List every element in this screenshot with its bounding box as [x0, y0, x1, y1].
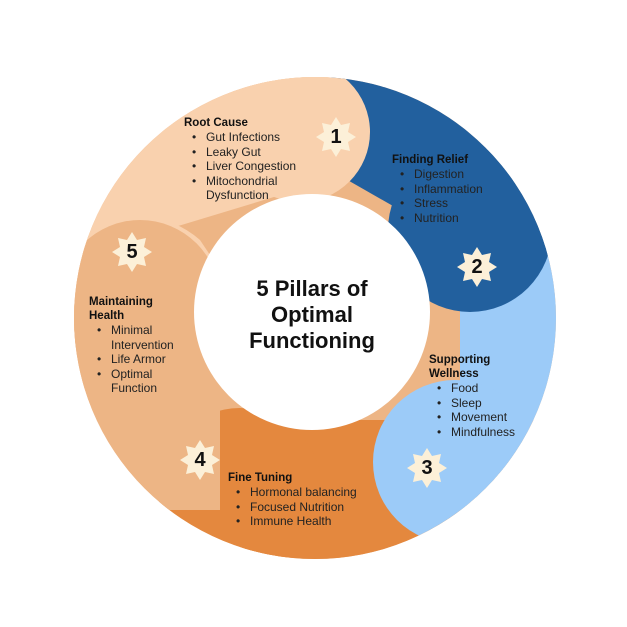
pillar-finding-relief: Finding Relief Digestion Inflammation St…: [392, 153, 483, 225]
list-item: Focused Nutrition: [236, 500, 357, 515]
list-item: Inflammation: [400, 182, 483, 197]
pillar-supporting-wellness: Supporting Wellness Food Sleep Movement …: [429, 353, 519, 439]
badge-number: 2: [471, 256, 483, 278]
pillar-fine-tuning: Fine Tuning Hormonal balancing Focused N…: [228, 471, 357, 529]
pillar-heading: Finding Relief: [392, 154, 469, 166]
list-item: Mindfulness: [437, 425, 519, 440]
badge-number: 3: [421, 457, 433, 479]
pillar-maintaining-health: Maintaining Health Minimal Intervention …: [89, 295, 179, 396]
title-line-3: Functioning: [249, 328, 375, 353]
diagram-title: 5 Pillars of Optimal Functioning: [212, 276, 412, 354]
badge-number: 5: [126, 241, 138, 263]
list-item: Liver Congestion: [192, 159, 306, 174]
center-circle: [194, 194, 430, 430]
list-item: Mitochondrial Dysfunction: [192, 174, 306, 203]
badge-4: 4: [180, 440, 220, 480]
badge-3: 3: [407, 448, 447, 488]
list-item: Gut Infections: [192, 130, 306, 145]
list-item: Minimal Intervention: [97, 323, 179, 352]
list-item: Stress: [400, 196, 483, 211]
list-item: Food: [437, 381, 519, 396]
list-item: Movement: [437, 410, 519, 425]
pillar-root-cause: Root Cause Gut Infections Leaky Gut Live…: [184, 116, 306, 203]
badge-number: 1: [330, 126, 342, 148]
list-item: Nutrition: [400, 211, 483, 226]
pillar-heading: Maintaining Health: [89, 296, 153, 322]
list-item: Sleep: [437, 396, 519, 411]
list-item: Leaky Gut: [192, 145, 306, 160]
list-item: Life Armor: [97, 352, 179, 367]
pillar-heading: Root Cause: [184, 117, 248, 129]
title-line-1: 5 Pillars of: [256, 276, 368, 301]
list-item: Immune Health: [236, 514, 357, 529]
badge-number: 4: [194, 449, 206, 471]
title-line-2: Optimal: [271, 302, 353, 327]
badge-2: 2: [457, 247, 497, 287]
list-item: Hormonal balancing: [236, 485, 357, 500]
badge-1: 1: [316, 117, 356, 157]
pillar-heading: Supporting Wellness: [429, 354, 491, 380]
list-item: Optimal Function: [97, 367, 179, 396]
badge-5: 5: [112, 232, 152, 272]
pillar-heading: Fine Tuning: [228, 472, 293, 484]
list-item: Digestion: [400, 167, 483, 182]
